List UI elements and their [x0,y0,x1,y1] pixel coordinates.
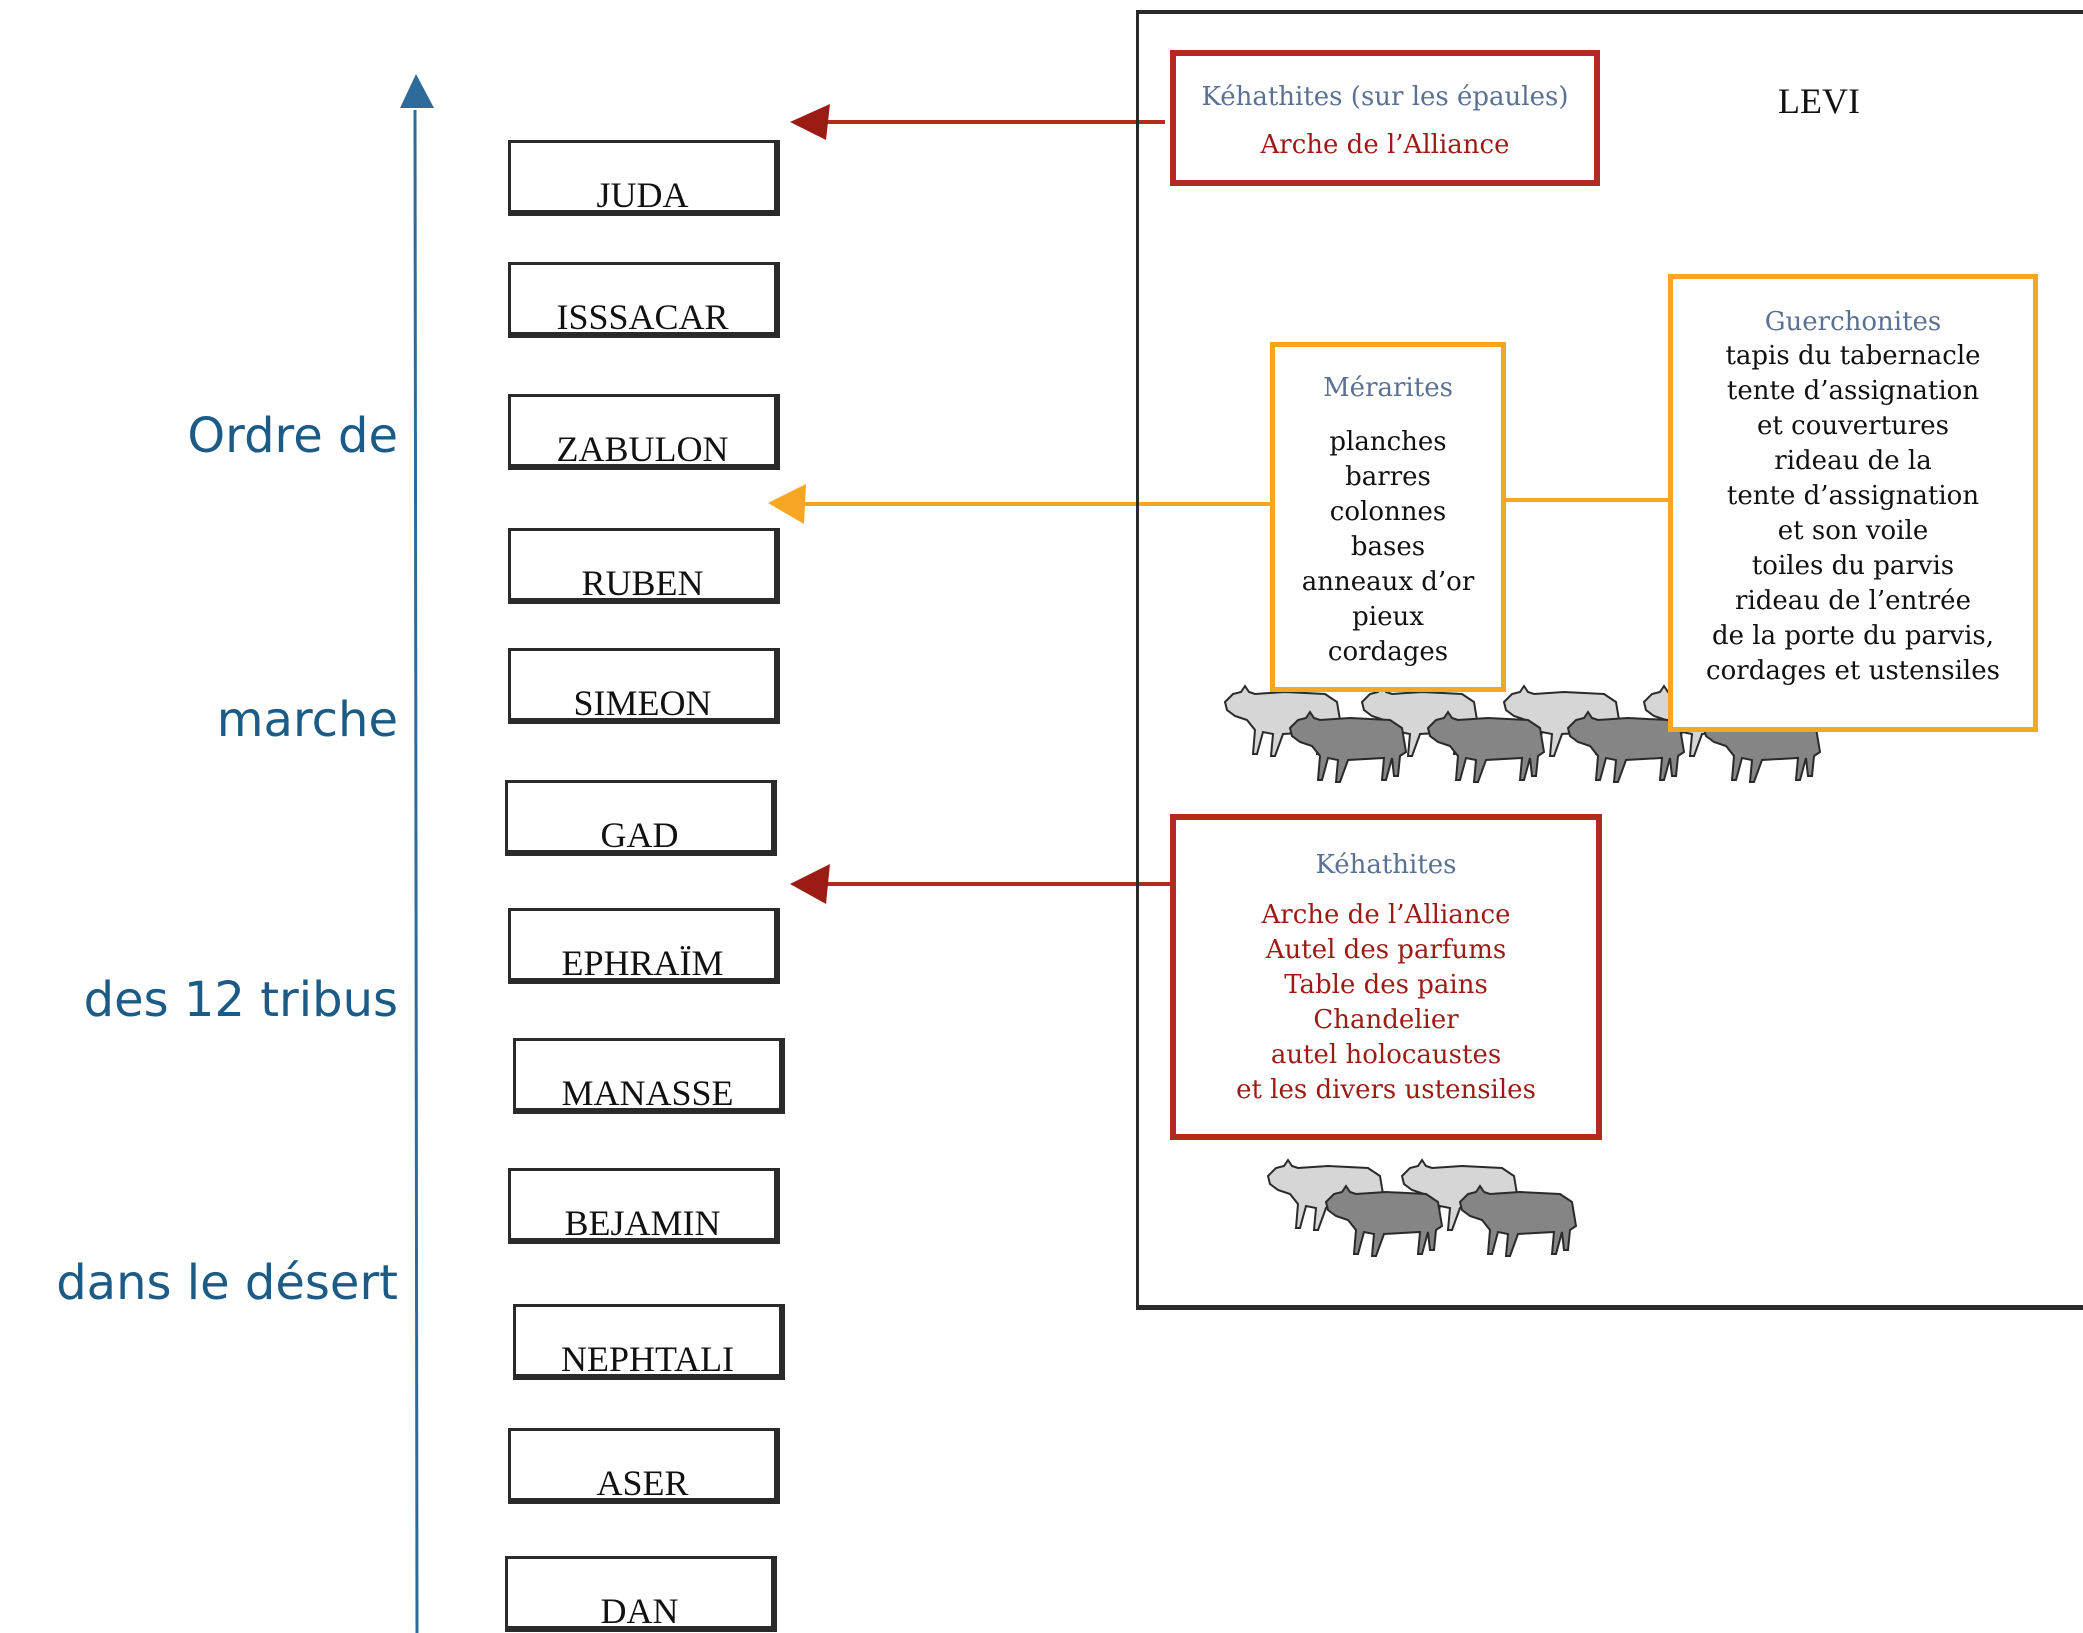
arrow-left-icon [790,104,830,140]
ox-icon [1458,1184,1578,1257]
item: autel holocaustes [1270,1040,1502,1070]
item: rideau de l’entrée [1735,586,1971,616]
item: Chandelier [1313,1005,1459,1035]
levi-label: LEVI [1778,81,1860,121]
item: Autel des parfums [1265,935,1507,965]
item: cordages [1327,637,1449,667]
item: anneaux d’or [1301,567,1475,597]
item: barres [1345,462,1431,492]
item: et son voile [1777,516,1929,546]
tribe-issacar: ISSSACAR [508,262,780,338]
caption-line-1: Ordre de [187,408,398,464]
item: rideau de la [1774,446,1932,476]
box-kehathites-shoulders: Kéhathites (sur les épaules) Arche de l’… [1170,50,1600,186]
arrow-kehathites-to-gad [790,864,1175,904]
arrow-left-icon [768,484,806,524]
tribe-manasse: MANASSE [513,1038,785,1114]
item: tente d’assignation [1726,376,1980,406]
caption-line-2: marche [216,692,398,748]
arrow-left-icon [790,864,830,904]
item: de la porte du parvis, [1711,621,1995,651]
item: tapis du tabernacle [1725,341,1981,371]
tribe-ephraim: EPHRAÏM [508,908,780,984]
ox-icon [1324,1184,1444,1257]
tribe-nephtali: NEPHTALI [513,1304,785,1380]
arrow-merarites-to-ruben [768,484,1672,524]
timeline-arrow [400,74,434,1633]
box-guerchonites: Guerchonites tapis du tabernacle tente d… [1668,274,2038,732]
item: planches [1329,427,1447,457]
arrow-kehathites-shoulders-to-juda [790,104,1165,140]
item: et couvertures [1757,411,1949,441]
arrow-up-icon [400,74,434,108]
item: pieux [1352,602,1424,632]
item: Arche de l’Alliance [1261,900,1511,930]
caption-line-4: dans le désert [56,1255,398,1311]
item: colonnes [1329,497,1447,527]
item: et les divers ustensiles [1236,1075,1536,1105]
tribe-benjamin: BEJAMIN [508,1168,780,1244]
tribe-gad: GAD [505,780,777,856]
tribe-juda: JUDA [508,140,780,216]
ox-icon [1426,710,1546,783]
tribe-ruben: RUBEN [508,528,780,604]
box-kehathites: Kéhathites Arche de l’Alliance Autel des… [1170,814,1602,1140]
clan-title: Kéhathites (sur les épaules) [1201,82,1569,112]
clan-title: Mérarites [1323,373,1453,403]
item: bases [1350,532,1426,562]
clan-title: Kéhathites [1315,850,1457,880]
oxen-herd-upper [1223,684,1822,783]
tribe-simeon: SIMEON [508,648,780,724]
caption-line-3: des 12 tribus [83,972,398,1028]
clan-title: Guerchonites [1764,307,1942,337]
item: tente d’assignation [1726,481,1980,511]
tribe-aser: ASER [508,1428,780,1504]
item: cordages et ustensiles [1706,656,2000,686]
ox-icon [1288,710,1408,783]
item: Arche de l’Alliance [1260,130,1510,160]
oxen-herd-lower [1266,1158,1578,1257]
tribe-zabulon: ZABULON [508,394,780,470]
item: Table des pains [1284,970,1488,1000]
box-merarites: Mérarites planches barres colonnes bases… [1270,342,1506,692]
tribe-dan: DAN [505,1556,777,1632]
levi-frame [1136,10,2083,1310]
ox-icon [1566,710,1686,783]
item: toiles du parvis [1751,551,1955,581]
